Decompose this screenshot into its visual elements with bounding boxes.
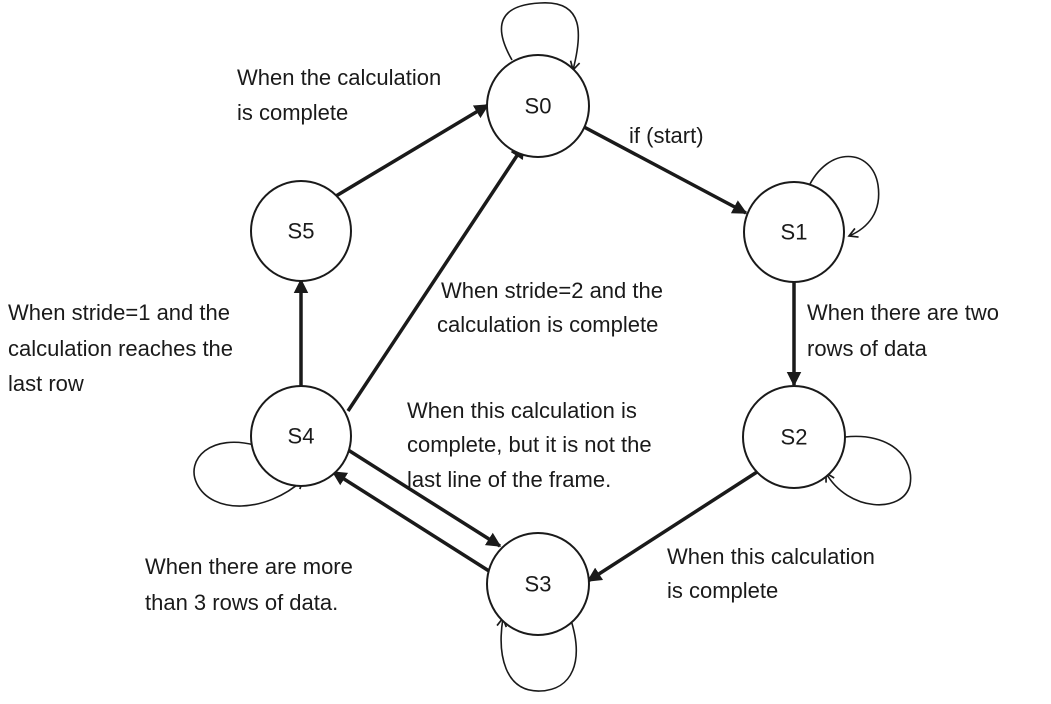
self-loop-s4: [193, 441, 305, 507]
state-s4: S4: [250, 385, 352, 487]
state-s0: S0: [486, 54, 590, 158]
state-s2-label: S2: [781, 425, 808, 450]
state-s1-label: S1: [781, 220, 808, 245]
state-s5: S5: [250, 180, 352, 282]
label-s4-s5-line3: last row: [8, 371, 84, 396]
self-loop-s2: [825, 435, 912, 506]
label-s3-s4-line3: last line of the frame.: [407, 467, 611, 492]
state-s3-label: S3: [525, 572, 552, 597]
edge-s2-s3: [586, 470, 758, 583]
edge-s3-s4: [331, 470, 490, 573]
label-s2-s3-line1: When this calculation: [667, 544, 875, 569]
label-s1-s2-line2: rows of data: [807, 336, 928, 361]
label-s5-s0-line2: is complete: [237, 100, 348, 125]
label-s2-s3-line2: is complete: [667, 578, 778, 603]
label-s4-s0-line2: calculation is complete: [437, 312, 658, 337]
label-s4-s3-line2: than 3 rows of data.: [145, 590, 338, 615]
state-s5-label: S5: [288, 219, 315, 244]
self-loop-s0: [500, 2, 581, 72]
edge-s4-s0: [346, 143, 526, 412]
label-s4-s0-line1: When stride=2 and the: [441, 278, 663, 303]
state-s0-label: S0: [525, 94, 552, 119]
edge-s0-s1: [583, 125, 748, 215]
label-s4-s3-line1: When there are more: [145, 554, 353, 579]
label-s3-s4-line1: When this calculation is: [407, 398, 637, 423]
state-s2: S2: [742, 385, 846, 489]
label-s0-s1: if (start): [629, 123, 704, 148]
edge-s4-s3: [344, 446, 502, 548]
label-s1-s2-line1: When there are two: [807, 300, 999, 325]
label-s5-s0-line1: When the calculation: [237, 65, 441, 90]
state-s4-label: S4: [288, 424, 315, 449]
self-loop-s1: [807, 155, 880, 238]
self-loop-s3: [496, 616, 578, 692]
edge-s5-s0: [335, 103, 490, 198]
state-s3: S3: [486, 532, 590, 636]
state-s1: S1: [743, 181, 845, 283]
label-s3-s4-line2: complete, but it is not the: [407, 432, 652, 457]
label-s4-s5-line1: When stride=1 and the: [8, 300, 230, 325]
label-s4-s5-line2: calculation reaches the: [8, 336, 233, 361]
